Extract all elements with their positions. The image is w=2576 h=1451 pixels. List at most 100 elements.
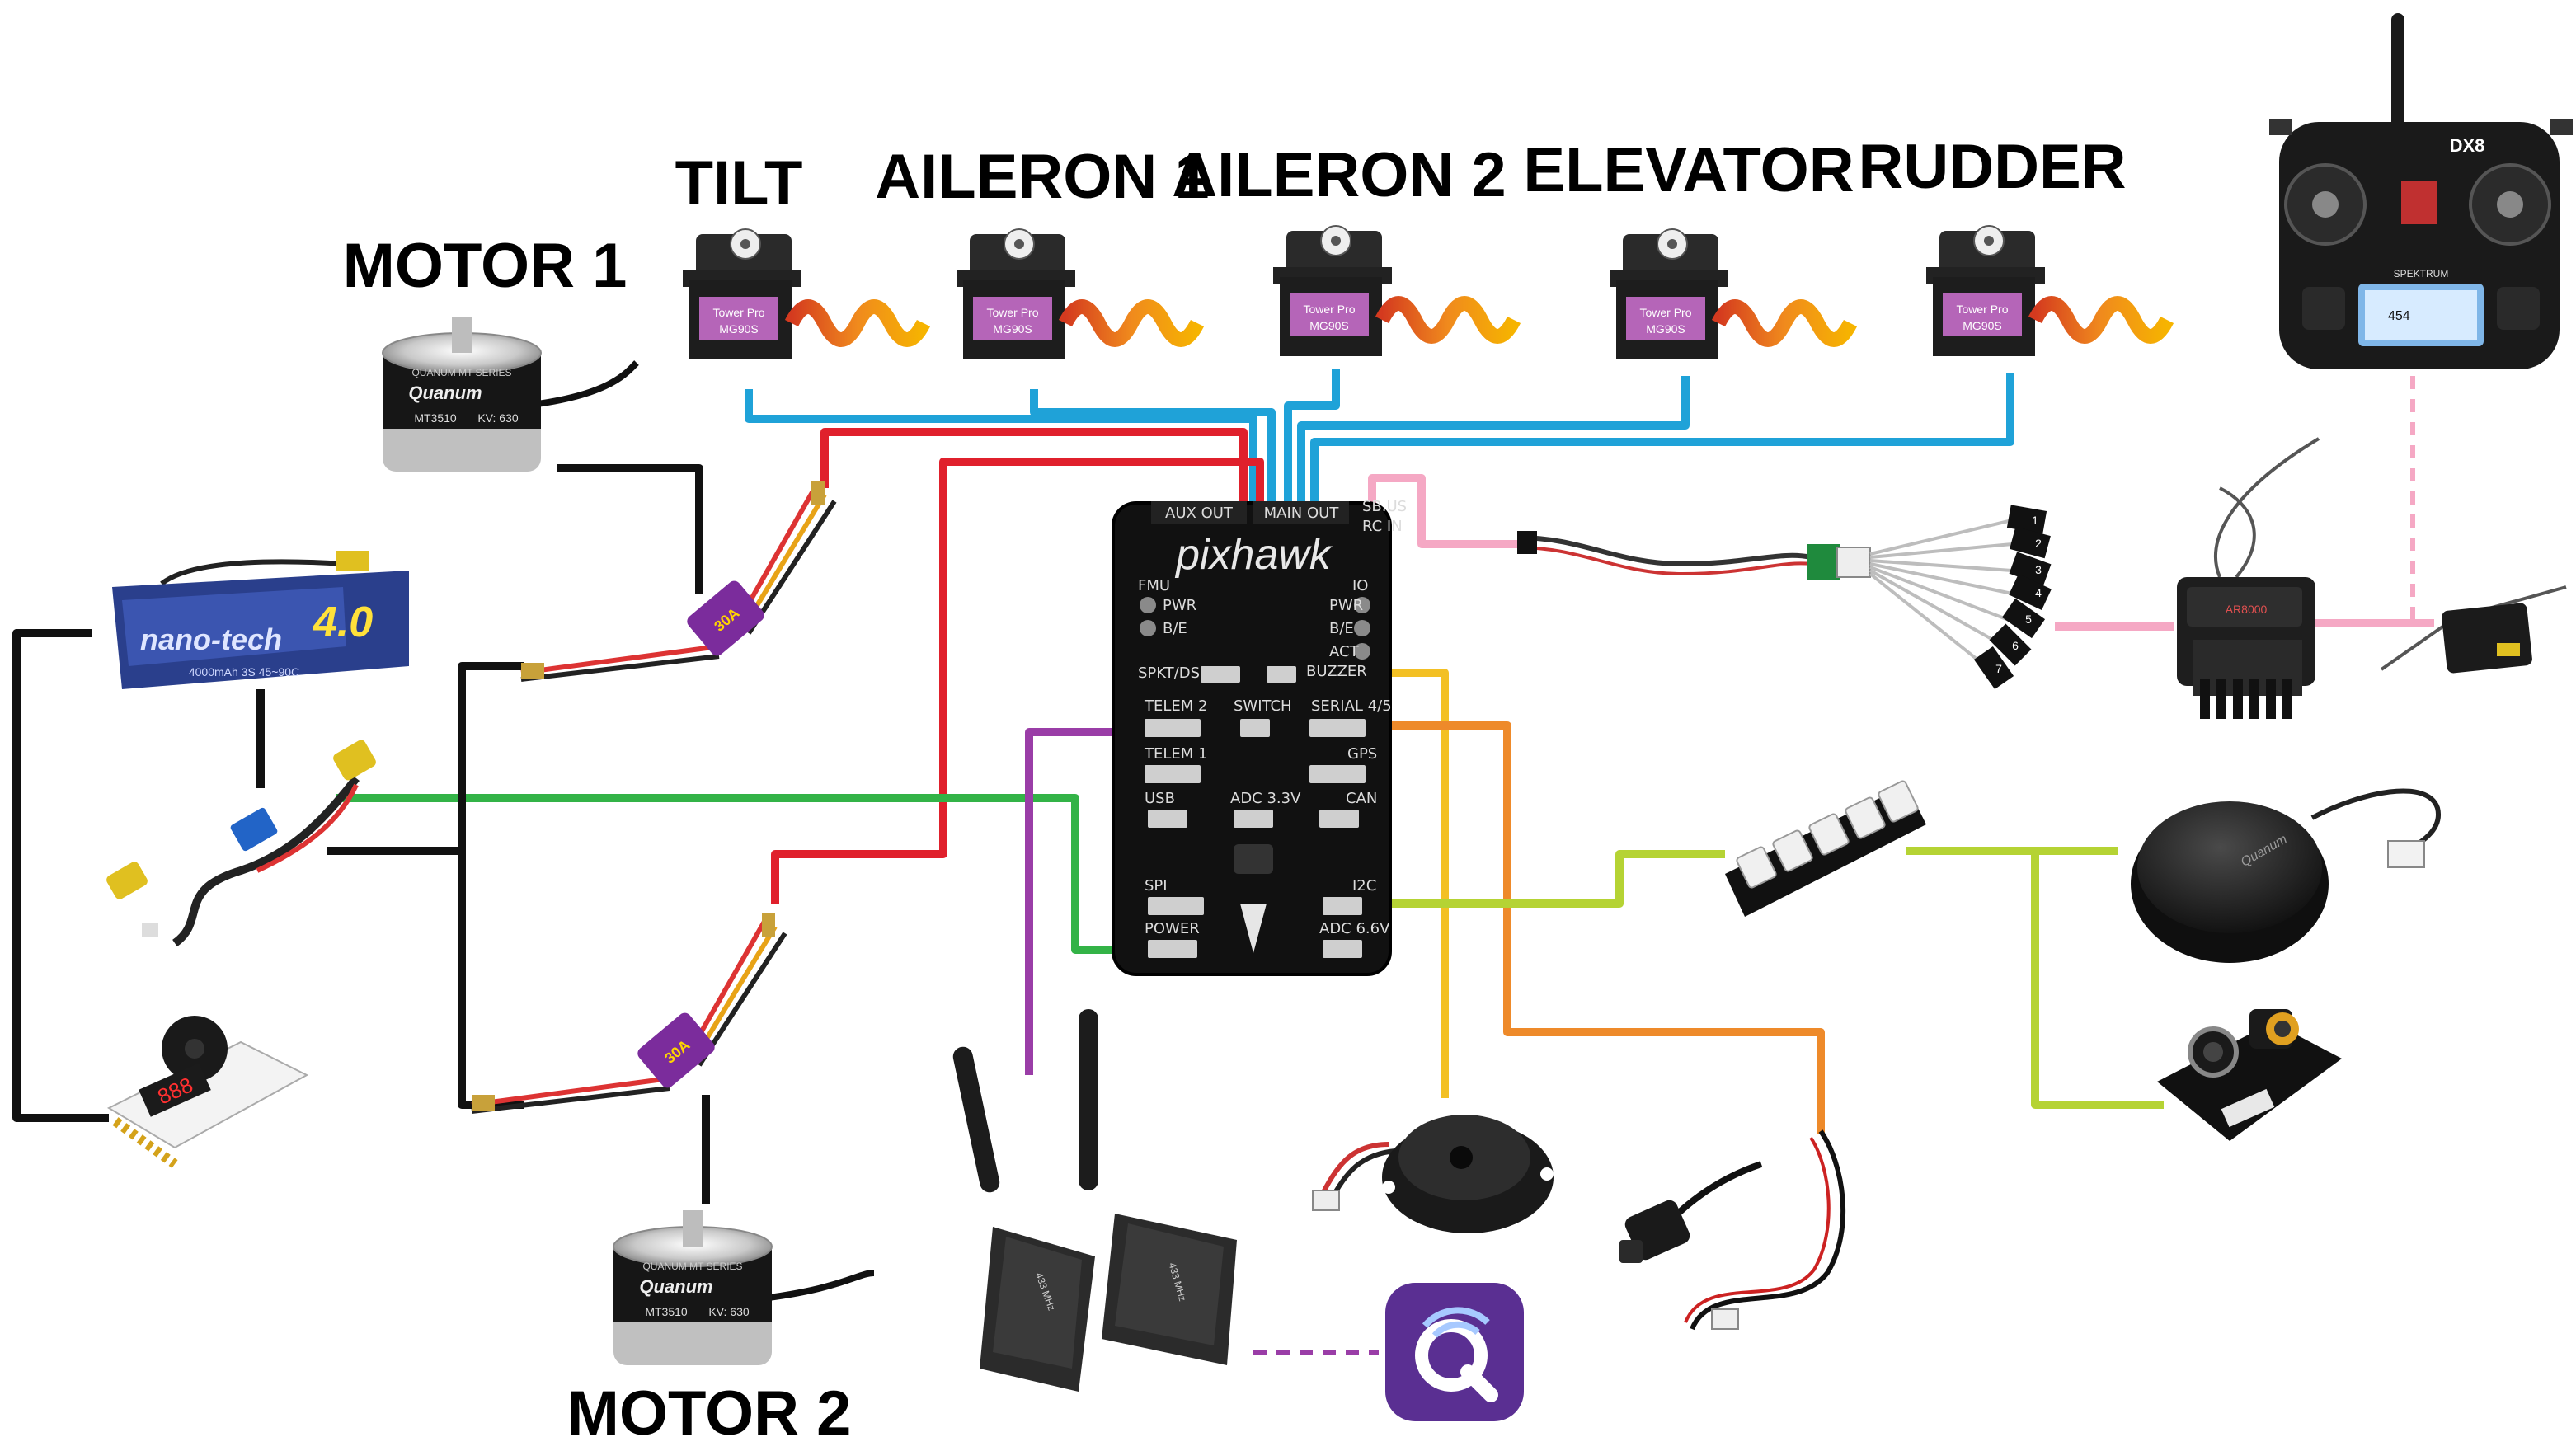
telemetry-radio-1: 433 MHz: [952, 1046, 1095, 1392]
led-fmu-pwr: [1140, 597, 1156, 613]
port-can: [1319, 810, 1359, 828]
led-fmu-be: [1140, 620, 1156, 636]
esc-2: 30A: [471, 913, 787, 1114]
qgroundcontrol-icon: [1385, 1283, 1524, 1421]
gps-module: Quanum: [2131, 788, 2442, 963]
motor-series: QUANUM MT SERIES: [642, 1261, 742, 1272]
power-module: [106, 740, 376, 947]
safety-switch: [1619, 1129, 1846, 1331]
port-adc66: [1323, 940, 1362, 958]
motor-series: QUANUM MT SERIES: [411, 367, 511, 378]
label-motor1: MOTOR 1: [343, 231, 628, 301]
wire-motor1-esc1: [557, 464, 703, 594]
servo-elevator: Tower Pro MG90S: [1610, 228, 1858, 359]
wire-aileron2-servo: [1284, 369, 1340, 505]
port-usb-label: USB: [1145, 790, 1175, 807]
port-buzzer-label: BUZZER: [1306, 663, 1367, 680]
port-telem1-label: TELEM 1: [1144, 745, 1207, 763]
motor-model: MT3510: [645, 1305, 688, 1318]
label-tilt: TILT: [675, 148, 803, 218]
ppm-ch4: 4: [2035, 586, 2042, 599]
servo-aileron1: Tower Pro MG90S: [957, 228, 1205, 359]
led-io-act-label: ACT: [1329, 643, 1360, 660]
wire-aileron1-servo: [1030, 389, 1276, 505]
ppm-ch1: 1: [2032, 514, 2038, 527]
ports: SPKT/DSM BUZZER TELEM 2 SWITCH SERIAL 4/…: [1138, 663, 1392, 958]
ppm-channel-plugs: 1 2 3 4 5 6 7: [1973, 505, 2052, 690]
led-fmu-label: FMU: [1138, 577, 1170, 594]
battery: nano-tech 4.0 4000mAh 3S 45~90C: [112, 551, 409, 689]
port-switch-label: SWITCH: [1234, 697, 1292, 715]
i2c-splitter: [1725, 780, 1926, 917]
led-io-act: [1354, 643, 1370, 660]
port-can-label: CAN: [1346, 790, 1377, 807]
port-power-label: POWER: [1145, 920, 1200, 937]
servo-model: MG90S: [719, 322, 758, 336]
servo-model: MG90S: [1646, 322, 1685, 336]
port-i2c-label: I2C: [1352, 877, 1376, 895]
led-io-be: [1354, 620, 1370, 636]
motor-brand: Quanum: [639, 1276, 712, 1297]
pixhawk: AUX OUT MAIN OUT SB.US RC IN pixhawk FMU…: [1112, 498, 1407, 976]
ppm-ch5: 5: [2025, 613, 2032, 626]
pixhawk-logo: pixhawk: [1174, 531, 1333, 579]
direction-arrow: [1240, 904, 1267, 953]
motor-2: QUANUM MT SERIES Quanum MT3510 KV: 630: [613, 1210, 875, 1365]
battery-spec: 4000mAh 3S 45~90C: [189, 665, 299, 679]
port-serial45: [1309, 719, 1366, 737]
servo-brand: Tower Pro: [1639, 306, 1691, 319]
safety-window: [1234, 844, 1273, 874]
wire-i2c-sensor: [2031, 851, 2164, 1109]
satellite-receiver: [2380, 585, 2567, 674]
led-io-be-label: B/E: [1329, 620, 1354, 637]
label-aileron2: AILERON 2: [1172, 140, 1506, 210]
wire-i2c: [1369, 850, 1725, 908]
battery-capacity: 4.0: [313, 599, 373, 646]
port-adc66-label: ADC 6.6V: [1319, 920, 1390, 937]
motor-kv: KV: 630: [708, 1305, 750, 1318]
ppm-ch7: 7: [1995, 662, 2002, 675]
wire-esc-bus: [458, 662, 524, 1109]
port-switch: [1240, 719, 1270, 737]
ppm-ch6: 6: [2012, 639, 2019, 652]
label-elevator: ELEVATOR: [1523, 135, 1854, 205]
aux-out-label: AUX OUT: [1165, 505, 1234, 522]
motor-brand: Quanum: [408, 383, 482, 403]
port-i2c: [1323, 897, 1362, 915]
port-telem2-label: TELEM 2: [1144, 697, 1207, 715]
port-buzzer: [1267, 666, 1296, 683]
servo-brand: Tower Pro: [712, 306, 764, 319]
port-spkt-label: SPKT/DSM: [1138, 664, 1213, 682]
port-gps: [1309, 765, 1366, 783]
led-io-pwr: [1354, 597, 1370, 613]
status-leds: FMU PWR B/E IO PWR B/E ACT: [1138, 577, 1370, 660]
transmitter-screen-value: 454: [2388, 309, 2410, 323]
distance-sensor: [2157, 1009, 2342, 1141]
led-io-pwr-label: PWR: [1329, 597, 1363, 614]
port-gps-label: GPS: [1347, 745, 1377, 763]
servo-brand: Tower Pro: [986, 306, 1038, 319]
receiver-model: AR8000: [2226, 603, 2268, 616]
label-aileron1: AILERON 1: [875, 142, 1209, 212]
rc-transmitter: DX8 SPEKTRUM 454: [2269, 13, 2573, 369]
port-power: [1148, 940, 1197, 958]
battery-brand: nano-tech: [140, 622, 282, 656]
wire-switch: [1253, 721, 1825, 1134]
main-receiver: AR8000: [2177, 437, 2320, 719]
label-rudder: RUDDER: [1858, 132, 2126, 202]
port-spkt: [1201, 666, 1240, 683]
transmitter-model: DX8: [2450, 135, 2485, 156]
ppm-encoder: 1 2 3 4 5 6 7: [1516, 505, 2052, 690]
port-serial45-label: SERIAL 4/5: [1311, 697, 1392, 715]
motor-model: MT3510: [414, 411, 457, 425]
port-adc33: [1234, 810, 1273, 828]
servo-tilt: Tower Pro MG90S: [683, 228, 931, 359]
wire-battery-alarm: [12, 629, 109, 1122]
telemetry-radio-2: 433 MHz: [1079, 1009, 1237, 1365]
servo-rudder: Tower Pro MG90S: [1926, 225, 2174, 356]
led-pwr-label: PWR: [1163, 597, 1196, 614]
wire-receiver-rcin: [1368, 474, 1517, 548]
label-motor2: MOTOR 2: [567, 1378, 852, 1449]
port-adc33-label: ADC 3.3V: [1230, 790, 1301, 807]
